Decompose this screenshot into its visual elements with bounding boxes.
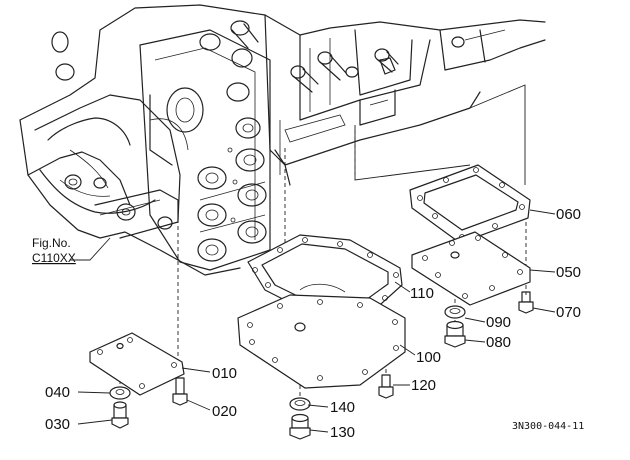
callout-140[interactable]: 140 xyxy=(330,399,355,416)
callout-020[interactable]: 020 xyxy=(212,403,237,420)
leader-lines xyxy=(70,209,556,433)
plug-080 xyxy=(444,320,466,348)
bolt-020 xyxy=(172,377,188,406)
cover-plate-010 xyxy=(89,332,185,396)
washer-090 xyxy=(444,305,466,319)
figure-ref-line1: Fig.No. xyxy=(32,236,71,250)
washer-140 xyxy=(289,397,311,411)
callout-080[interactable]: 080 xyxy=(486,334,511,351)
callout-labels: 060 050 070 090 080 110 100 120 140 130 … xyxy=(45,206,581,441)
callout-070[interactable]: 070 xyxy=(556,304,581,321)
washer-040 xyxy=(109,386,131,400)
plug-130 xyxy=(289,413,311,440)
drawing-code: 3N300-044-11 xyxy=(512,421,584,432)
callout-040[interactable]: 040 xyxy=(45,384,70,401)
callout-100[interactable]: 100 xyxy=(416,349,441,366)
cover-plate-050 xyxy=(411,231,531,306)
figure-reference[interactable]: Fig.No. C110XX xyxy=(32,236,76,265)
callout-010[interactable]: 010 xyxy=(212,365,237,382)
callout-090[interactable]: 090 xyxy=(486,314,511,331)
gasket-060 xyxy=(409,164,531,244)
callout-030[interactable]: 030 xyxy=(45,416,70,433)
cover-plate-100 xyxy=(237,294,406,389)
callout-050[interactable]: 050 xyxy=(556,264,581,281)
figure-ref-line2[interactable]: C110XX xyxy=(32,251,76,265)
bolt-070 xyxy=(518,291,534,314)
transmission-housing xyxy=(19,4,546,276)
callout-130[interactable]: 130 xyxy=(330,424,355,441)
casing-studs xyxy=(230,20,465,93)
plug-030 xyxy=(111,401,129,429)
callout-110[interactable]: 110 xyxy=(410,285,434,302)
callout-060[interactable]: 060 xyxy=(556,206,581,223)
callout-120[interactable]: 120 xyxy=(411,377,436,394)
bolt-120 xyxy=(378,374,394,399)
